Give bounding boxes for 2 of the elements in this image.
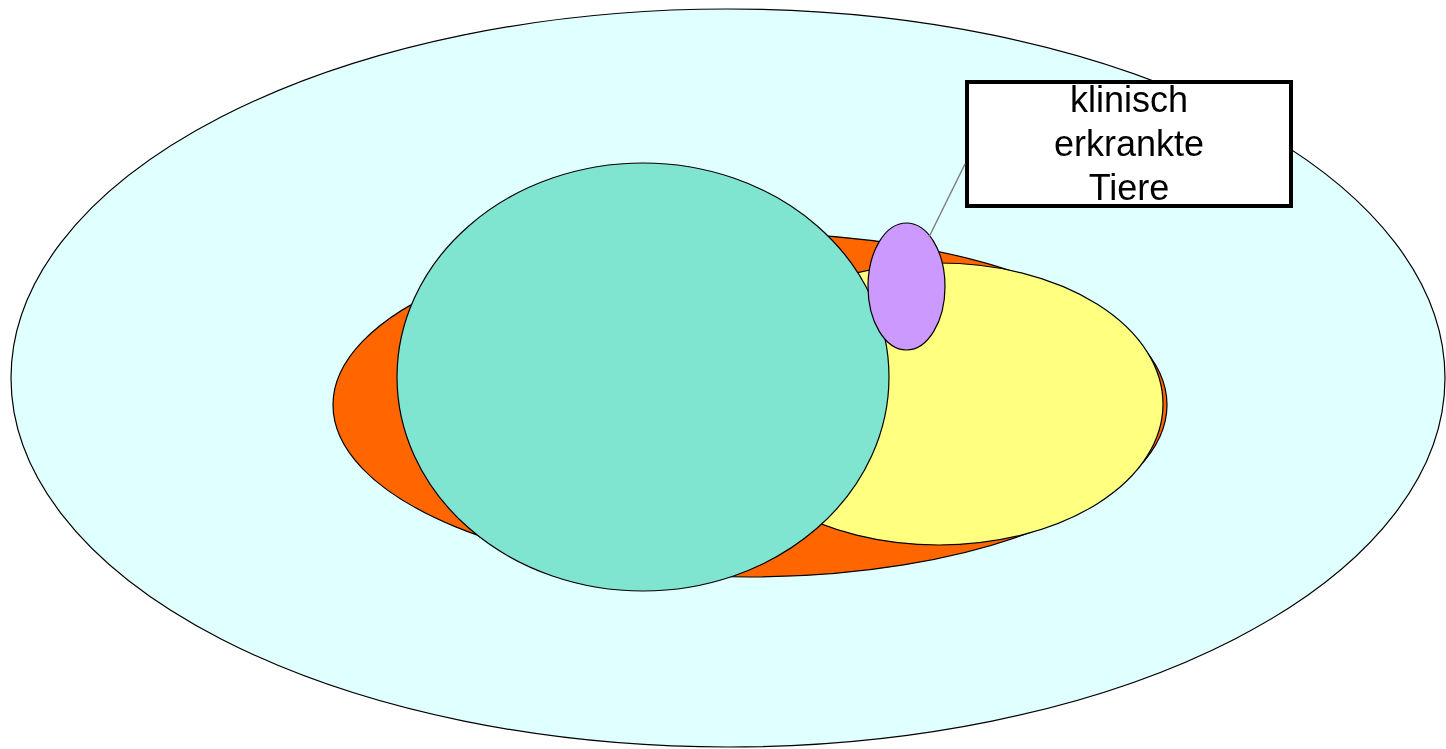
leader-line	[928, 163, 966, 238]
label-text: klinisch erkrankte Tiere	[1052, 78, 1206, 210]
